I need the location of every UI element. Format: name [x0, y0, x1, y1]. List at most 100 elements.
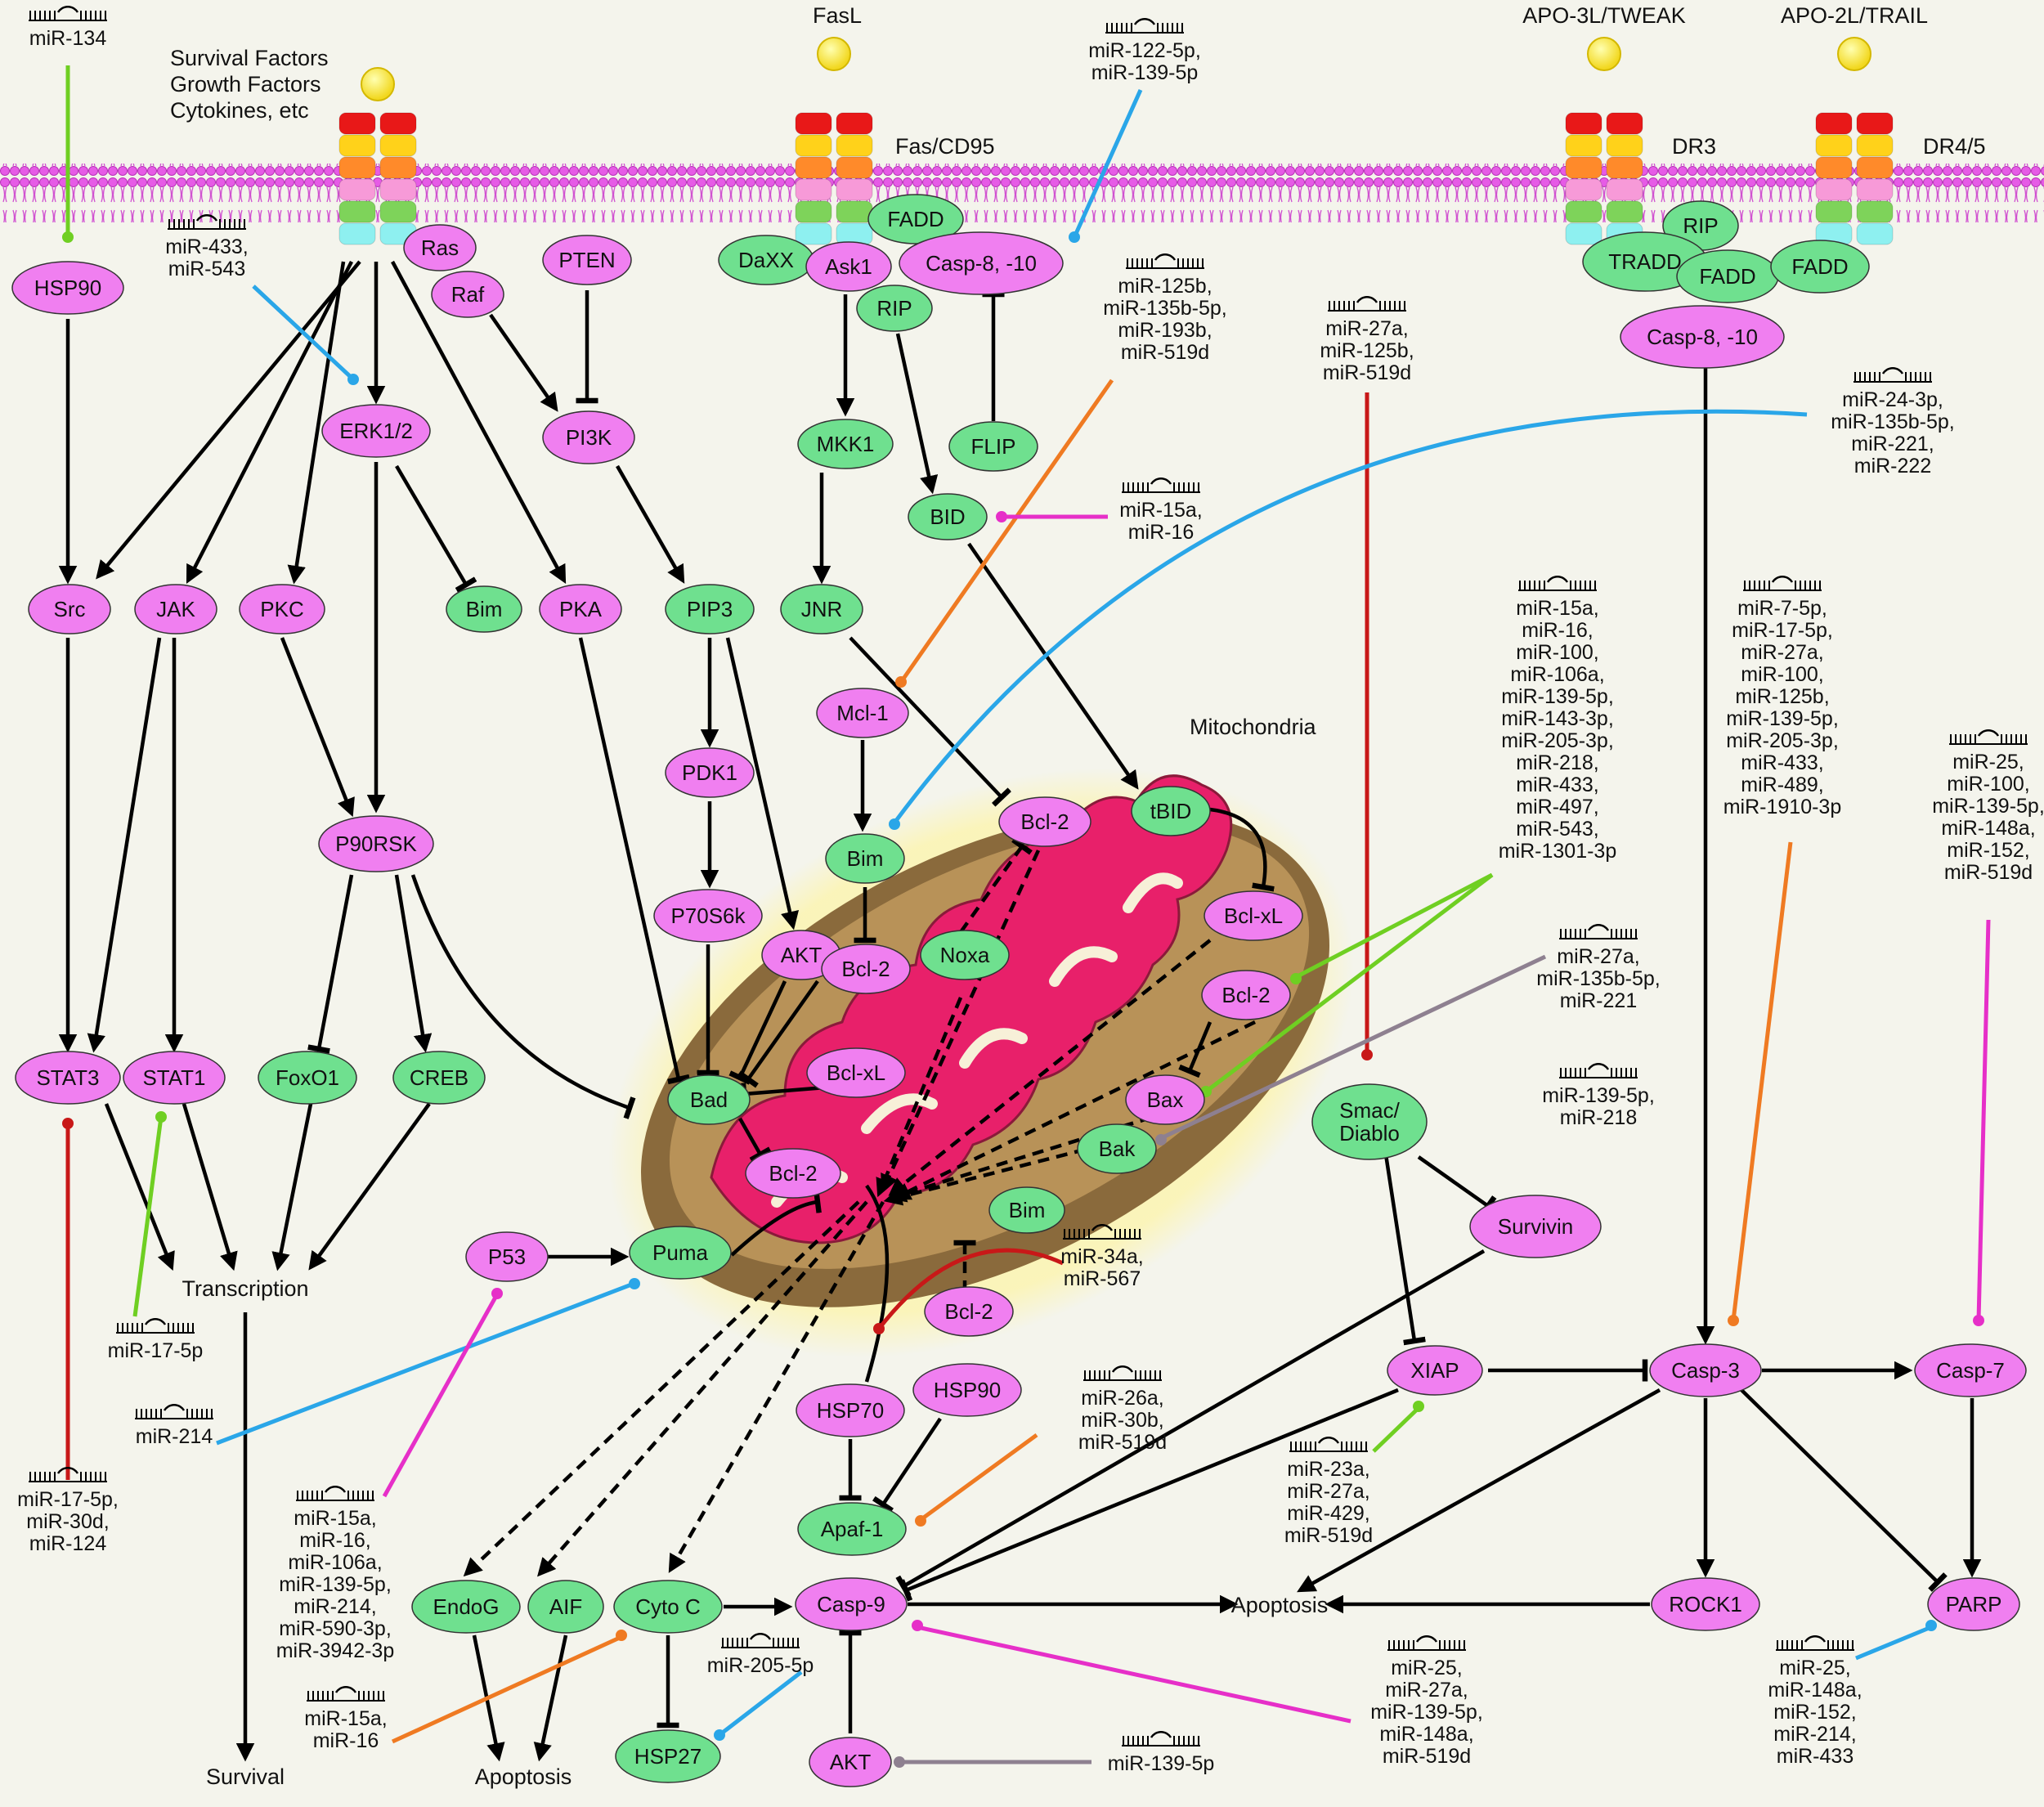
- node-label-bcl2e: Bcl-2: [944, 1299, 993, 1324]
- mirna-text: miR-24-3p,: [1842, 388, 1943, 411]
- node-label-jak: JAK: [156, 597, 195, 621]
- mirna-link: [877, 1248, 1065, 1330]
- node-label-ask1: Ask1: [825, 254, 872, 279]
- node-label-pi3k: PI3K: [566, 425, 612, 450]
- node-erk: ERK1/2: [321, 404, 431, 458]
- mirna-link-end: [889, 818, 900, 830]
- node-label-hsp70: HSP70: [817, 1398, 884, 1423]
- mirna-label: miR-25,miR-100,miR-139-5p,miR-148a,miR-1…: [1932, 729, 2044, 884]
- node-p70s6k: P70S6k: [653, 889, 763, 943]
- mirna-link: [1159, 954, 1547, 1141]
- mirna-text: miR-122-5p,: [1088, 39, 1201, 62]
- mirna-text: miR-205-3p,: [1501, 729, 1614, 752]
- mirna-label: miR-125b,miR-135b-5p,miR-193b,miR-519d: [1103, 253, 1227, 364]
- mirna-text: miR-125b,: [1320, 339, 1414, 362]
- mirna-text: miR-139-5p: [1108, 1752, 1215, 1775]
- node-label-pip3: PIP3: [687, 597, 733, 621]
- pathway-edge: [1178, 1021, 1213, 1078]
- node-bcl2a: Bcl-2: [998, 796, 1091, 847]
- node-parp: PARP: [1927, 1577, 2020, 1631]
- node-mcl1: Mcl-1: [816, 688, 909, 738]
- node-label-rip1: RIP: [876, 296, 912, 321]
- mirna-text: miR-30d,: [26, 1510, 109, 1533]
- node-bcl2c: Bcl-2: [1201, 970, 1291, 1020]
- mirna-text: miR-433,: [165, 235, 248, 258]
- mirna-text: miR-106a,: [1510, 663, 1604, 686]
- mirna-text: miR-27a,: [1385, 1679, 1468, 1702]
- node-creb: CREB: [392, 1051, 486, 1105]
- mirna-text: miR-124: [29, 1532, 107, 1555]
- mirna-text: miR-135b-5p,: [1103, 297, 1226, 320]
- node-apaf1: Apaf-1: [797, 1502, 907, 1556]
- mirna-text: miR-139-5p,: [1542, 1084, 1655, 1107]
- node-label-bcl2a: Bcl-2: [1020, 809, 1069, 834]
- mitochondria-label: Mitochondria: [1190, 715, 1317, 739]
- node-label-bcl2c: Bcl-2: [1221, 983, 1270, 1007]
- mirna-text: miR-135b-5p,: [1831, 410, 1954, 433]
- mirna-link-end: [996, 511, 1007, 522]
- mirna-link: [920, 1433, 1038, 1522]
- mirna-link: [132, 1116, 164, 1317]
- pathway-edge: [410, 874, 636, 1119]
- pathway-edge: [1209, 807, 1275, 892]
- node-label-puma: Puma: [652, 1240, 708, 1265]
- node-label-mkk1: MKK1: [817, 432, 875, 456]
- node-label-bad: Bad: [690, 1087, 728, 1112]
- mirna-text: miR-152,: [1773, 1701, 1856, 1724]
- mirna-text: miR-27a,: [1741, 641, 1823, 664]
- node-label-fadd1: FADD: [887, 207, 944, 231]
- pathway-edge: [1383, 1154, 1426, 1346]
- cell-membrane: [0, 164, 2044, 222]
- node-label-fadd3: FADD: [1791, 254, 1848, 279]
- pathway-edge: [1417, 1155, 1497, 1217]
- mirna-text: miR-590-3p,: [279, 1617, 392, 1640]
- mirna-link-end: [894, 1756, 905, 1768]
- node-label-tradd: TRADD: [1608, 249, 1682, 274]
- mirna-label: miR-15a,miR-16,miR-100,miR-106a,miR-139-…: [1499, 575, 1616, 863]
- mirna-text: miR-3942-3p: [276, 1639, 395, 1662]
- mirna-text: miR-143-3p,: [1501, 707, 1614, 730]
- node-stat1: STAT1: [123, 1051, 226, 1105]
- mirna-label: miR-15a,miR-16: [304, 1685, 388, 1752]
- pathway-edge: [104, 1103, 175, 1271]
- node-label-rock1: ROCK1: [1669, 1592, 1742, 1616]
- node-label-rip2: RIP: [1683, 213, 1718, 238]
- mirna-text: miR-214: [136, 1425, 213, 1448]
- pathway-edge: [578, 637, 690, 1085]
- svg-text:Survival Factors: Survival Factors: [170, 46, 329, 70]
- mirna-link-end: [714, 1729, 725, 1741]
- mirna-link-end: [1290, 973, 1302, 984]
- pathway-edge: [537, 1200, 868, 1577]
- mirna-text: miR-218,: [1516, 751, 1598, 774]
- mirna-text: miR-17-5p,: [17, 1488, 119, 1511]
- node-label-src: Src: [54, 597, 86, 621]
- node-pi3k: PI3K: [542, 410, 635, 464]
- mirna-label: miR-122-5p,miR-139-5p: [1088, 17, 1201, 84]
- node-hsp27: HSP27: [615, 1729, 721, 1783]
- node-raf: Raf: [431, 271, 504, 318]
- fas-receptor: [795, 37, 873, 245]
- node-puma: Puma: [629, 1226, 732, 1280]
- mirna-text: miR-27a,: [1557, 945, 1639, 968]
- mirna-link-end: [1155, 1134, 1167, 1146]
- pathway-edge: [287, 261, 346, 585]
- node-label-p70s6k: P70S6k: [670, 904, 746, 928]
- node-casp9: Casp-9: [795, 1577, 908, 1631]
- mirna-label: miR-25,miR-148a,miR-152,miR-214,miR-433: [1768, 1634, 1862, 1768]
- node-bim1: Bim: [446, 585, 522, 633]
- node-label-pkc: PKC: [260, 597, 303, 621]
- node-label-ras: Ras: [421, 235, 459, 260]
- svg-text:Growth Factors: Growth Factors: [170, 72, 321, 96]
- mirna-label: miR-433,miR-543: [165, 213, 249, 280]
- node-jak: JAK: [134, 584, 217, 634]
- mirna-label: miR-17-5p: [108, 1317, 203, 1362]
- node-pten: PTEN: [542, 235, 632, 285]
- mirna-link: [722, 1670, 803, 1733]
- node-bclxl1: Bcl-xL: [1204, 890, 1303, 941]
- mirna-link-end: [873, 1323, 885, 1334]
- mirna-text: miR-17-5p,: [1732, 619, 1833, 642]
- node-hsp90b: HSP90: [912, 1363, 1022, 1417]
- mirna-text: miR-205-3p,: [1726, 729, 1839, 752]
- node-label-parp: PARP: [1946, 1592, 2002, 1616]
- node-label-casp7: Casp-7: [1936, 1358, 2005, 1383]
